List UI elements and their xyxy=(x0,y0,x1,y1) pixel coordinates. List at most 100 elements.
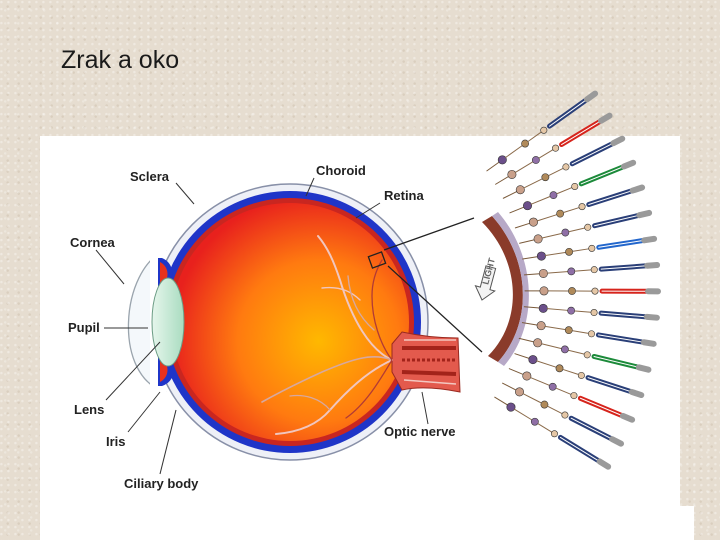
label-iris: Iris xyxy=(106,434,126,449)
retina-cell-line xyxy=(633,188,643,191)
retina-cell-line xyxy=(639,367,649,369)
retina-cell-body xyxy=(532,156,539,163)
retina-cell-line xyxy=(644,239,654,241)
retina-cell-line xyxy=(531,378,549,386)
retina-cell-body xyxy=(533,339,541,347)
retina-cell-line xyxy=(524,179,542,188)
retina-cell-line xyxy=(594,356,637,366)
retina-cell-body xyxy=(552,145,558,151)
label-optic-nerve: Optic nerve xyxy=(384,424,456,439)
retina-cell-line xyxy=(569,350,585,354)
retina-cell-body xyxy=(556,365,563,372)
retina-cell-body xyxy=(551,431,557,437)
retina-cell-body xyxy=(523,201,531,209)
retina-cell-line xyxy=(506,146,522,158)
vitreous-body xyxy=(171,203,409,441)
retina-cell-line xyxy=(560,437,598,460)
retina-cell-line xyxy=(589,191,631,204)
retina-cell-line xyxy=(613,139,622,143)
retina-cell-line xyxy=(528,132,541,141)
retina-cell-line xyxy=(580,398,621,415)
retina-cell-line xyxy=(515,354,531,359)
retina-cell-line xyxy=(572,144,611,164)
retina-cell-line xyxy=(523,394,541,403)
retina-cell-body xyxy=(508,170,516,178)
retina-cell-line xyxy=(496,175,511,184)
retina-cell-line xyxy=(562,122,600,145)
retina-cell-body xyxy=(550,192,557,199)
retina-cell-line xyxy=(520,239,537,243)
retina-cell-line xyxy=(509,369,525,376)
retina-cell-body xyxy=(562,412,568,418)
retina-cell-body xyxy=(584,352,590,358)
retina-cell-body xyxy=(561,346,568,353)
retina-cell-body xyxy=(557,210,564,217)
retina-cell-line xyxy=(569,228,585,232)
retina-cell-line xyxy=(581,167,622,184)
retina-cell-line xyxy=(623,416,632,420)
retina-cell-body xyxy=(591,266,597,272)
retina-cell-body xyxy=(498,156,506,164)
retina-cell-line xyxy=(612,439,621,444)
retina-cell-line xyxy=(571,418,610,438)
retina-cell-line xyxy=(575,270,591,271)
retina-cell-body xyxy=(537,252,545,260)
retina-cell-body xyxy=(516,186,524,194)
retina-cell-line xyxy=(644,342,654,344)
retina-cell-line xyxy=(537,215,556,221)
retina-cell-line xyxy=(547,272,567,273)
retina-cell-line xyxy=(595,216,638,226)
retina-cell-body xyxy=(539,269,547,277)
retina-cell-line xyxy=(549,168,563,175)
retina-cell-line xyxy=(503,383,518,391)
retina-cell-line xyxy=(556,388,571,394)
retina-cell-line xyxy=(587,94,595,100)
retina-cell-line xyxy=(539,150,553,158)
retina-cell-body xyxy=(568,287,575,294)
retina-cell-body xyxy=(588,331,594,337)
retina-cell-line xyxy=(550,101,586,127)
retina-cell-line xyxy=(519,338,536,342)
retina-cell-body xyxy=(523,372,531,380)
retina-cell-line xyxy=(624,163,633,167)
retina-cell-body xyxy=(565,248,572,255)
retina-cell-line xyxy=(510,206,526,212)
retina-cell-line xyxy=(573,249,589,251)
retina-cell-line xyxy=(515,162,532,172)
retina-cell-body xyxy=(507,403,515,411)
label-retina: Retina xyxy=(384,188,425,203)
retina-cell-line xyxy=(487,161,501,171)
retina-cell-line xyxy=(542,233,561,238)
label-ciliary-body: Ciliary body xyxy=(124,476,199,491)
retina-cell-body xyxy=(568,307,575,314)
retina-cell-body xyxy=(585,224,591,230)
retina-cell-body xyxy=(572,183,578,189)
retina-cell-line xyxy=(514,409,531,419)
label-cornea: Cornea xyxy=(70,235,116,250)
retina-cell-body xyxy=(521,140,528,147)
retina-cell-body xyxy=(541,401,548,408)
lens xyxy=(152,278,184,366)
retina-cell-body xyxy=(529,355,537,363)
retina-cell-line xyxy=(647,265,657,266)
retina-cell-body xyxy=(549,383,556,390)
retina-cell-line xyxy=(600,461,609,466)
retina-cell-line xyxy=(537,361,556,367)
retina-cell-body xyxy=(568,268,575,275)
retina-cell-line xyxy=(542,344,561,349)
retina-cell-line xyxy=(639,213,649,215)
retina-cell-body xyxy=(563,164,569,170)
retina-cell-body xyxy=(592,288,598,294)
retina-cell-body xyxy=(539,304,547,312)
retina-cell-line xyxy=(647,317,657,318)
retina-cell-body xyxy=(542,174,549,181)
retina-cell-body xyxy=(591,309,597,315)
label-choroid: Choroid xyxy=(316,163,366,178)
label-sclera: Sclera xyxy=(130,169,170,184)
retina-cell-body xyxy=(589,245,595,251)
retina-cell-line xyxy=(545,252,565,255)
light-arrow: LIGHT xyxy=(472,255,503,302)
retina-cell-body xyxy=(540,287,548,295)
retina-cell-body xyxy=(515,388,523,396)
